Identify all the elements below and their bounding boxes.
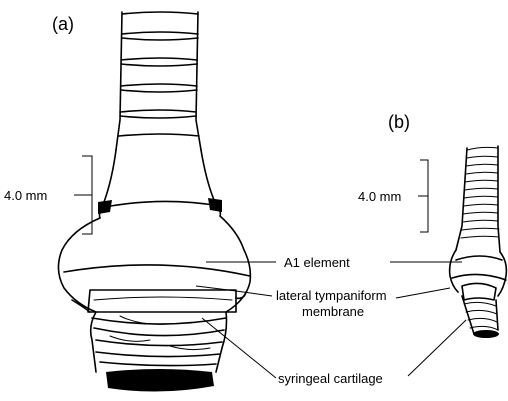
tympaniform-membrane-a [88,290,236,312]
tympaniform-membrane-b [452,274,506,280]
bulla-b-left-outline [450,250,458,292]
panel-label-b: (b) [388,112,410,132]
syrinx-b-drawing [450,146,507,338]
syringeal-cartilage-b [462,296,498,334]
joint-mark-a-right [208,198,222,212]
syringeal-cartilage-a [92,316,226,366]
trachea-b-right-edge [498,146,500,252]
bronchus-base-a [106,369,214,392]
label-lateral-tympaniform: lateral tympaniform [276,288,387,303]
trachea-a-left-edge [116,12,122,150]
joint-mark-a-left [98,200,112,214]
leader-tympaniform-a [196,286,272,296]
scale-bar-b [418,160,428,232]
bronchus-base-b [473,330,499,338]
panel-label-a: (a) [52,14,74,34]
syrinx-a-drawing [58,12,250,392]
leader-cartilage-a [202,318,276,378]
scale-bar-a [74,156,92,234]
trachea-b-left-edge [456,148,467,250]
label-a1-element: A1 element [284,255,350,270]
trachea-a-right-edge [196,12,201,150]
leader-cartilage-b [408,320,466,376]
ring-a-lower [100,201,220,208]
leader-lines [196,262,466,378]
tracheal-rings-a [119,12,199,136]
bulla-a-band [64,265,250,276]
leader-tympaniform-b [396,288,450,298]
label-membrane: membrane [302,304,364,319]
scale-label-b: 4.0 mm [358,189,401,204]
scale-label-a: 4.0 mm [4,188,47,203]
label-syringeal-cartilage: syringeal cartilage [278,371,383,386]
bulla-a-left-outline [58,218,100,372]
